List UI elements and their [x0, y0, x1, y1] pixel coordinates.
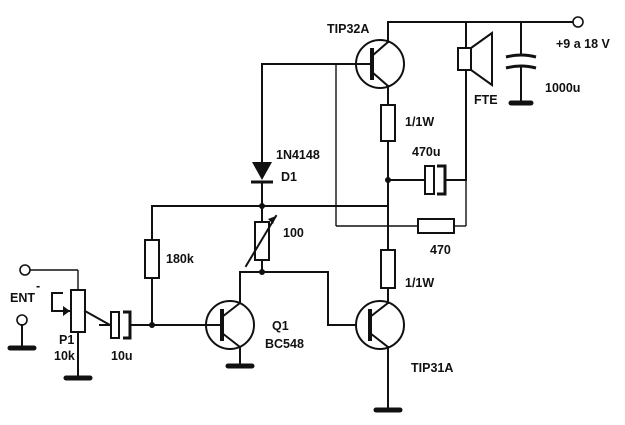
- upper-emitter-resistor: [380, 104, 396, 251]
- input-capacitor: [99, 310, 153, 340]
- potentiometer-value-label: 10k: [54, 349, 75, 363]
- feedback-resistor-label: 470: [430, 243, 451, 257]
- driver-transistor: [151, 271, 329, 369]
- bulk-capacitor-label: 1000u: [545, 81, 580, 95]
- potentiometer-ref-label: P1: [59, 333, 74, 347]
- feedback-resistor: [335, 64, 467, 234]
- lower-emitter-resistor-label: 1/1W: [405, 276, 434, 290]
- bias-resistor: [144, 239, 160, 328]
- diode-part-label: 1N4148: [276, 148, 320, 162]
- driver-transistor-ref-label: Q1: [272, 319, 289, 333]
- diode: [251, 63, 337, 207]
- input-minus-sign: -: [36, 279, 40, 293]
- input-potentiometer: [51, 289, 112, 381]
- speaker-label: FTE: [474, 93, 498, 107]
- lower-emitter-resistor: [380, 249, 396, 289]
- upper-transistor-label: TIP32A: [327, 22, 369, 36]
- feedback-capacitor-label: 470u: [412, 145, 441, 159]
- bias-bus: [151, 203, 389, 241]
- feedback-capacitor: [385, 164, 467, 196]
- input-label: ENT: [10, 291, 35, 305]
- supply-voltage-label: +9 a 18 V: [556, 37, 611, 51]
- bulk-capacitor: [505, 21, 537, 106]
- input-capacitor-label: 10u: [111, 349, 133, 363]
- lower-transistor-label: TIP31A: [411, 361, 453, 375]
- driver-transistor-part-label: BC548: [265, 337, 304, 351]
- lower-transistor: [327, 271, 405, 413]
- upper-emitter-resistor-label: 1/1W: [405, 115, 434, 129]
- diode-ref-label: D1: [281, 170, 297, 184]
- input-terminals: [7, 264, 79, 351]
- supply-rail: [387, 16, 584, 28]
- upper-transistor: [335, 21, 405, 106]
- trimmer-resistor: [244, 205, 278, 275]
- trimmer-resistor-label: 100: [283, 226, 304, 240]
- speaker: [457, 21, 493, 181]
- bias-resistor-label: 180k: [166, 252, 194, 266]
